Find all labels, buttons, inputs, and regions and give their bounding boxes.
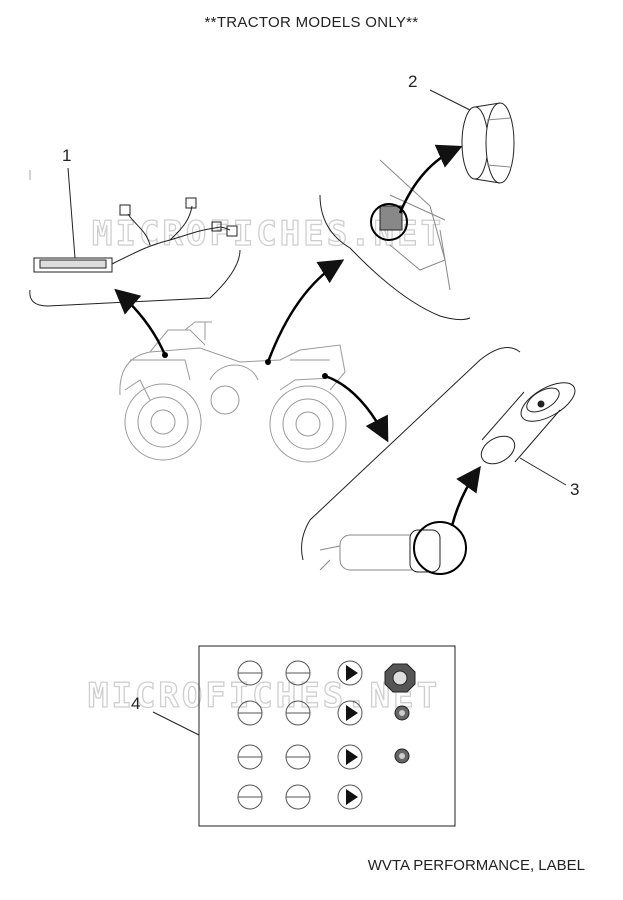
watermark-bottom: MICROFICHES.NET	[88, 676, 440, 716]
grommet-icon	[319, 102, 515, 321]
callout-2: 2	[408, 72, 418, 91]
callout-4: 4	[131, 694, 141, 713]
callout-3: 3	[570, 480, 580, 499]
callout-1: 1	[62, 146, 72, 165]
diagram-caption: WVTA PERFORMANCE, LABEL	[367, 857, 585, 874]
atv-icon	[119, 321, 347, 463]
muffler-plug-icon	[301, 347, 576, 575]
wiring-harness-icon	[29, 170, 241, 307]
label-sheet-icon	[198, 645, 456, 827]
page-title: **TRACTOR MODELS ONLY**	[204, 14, 419, 31]
